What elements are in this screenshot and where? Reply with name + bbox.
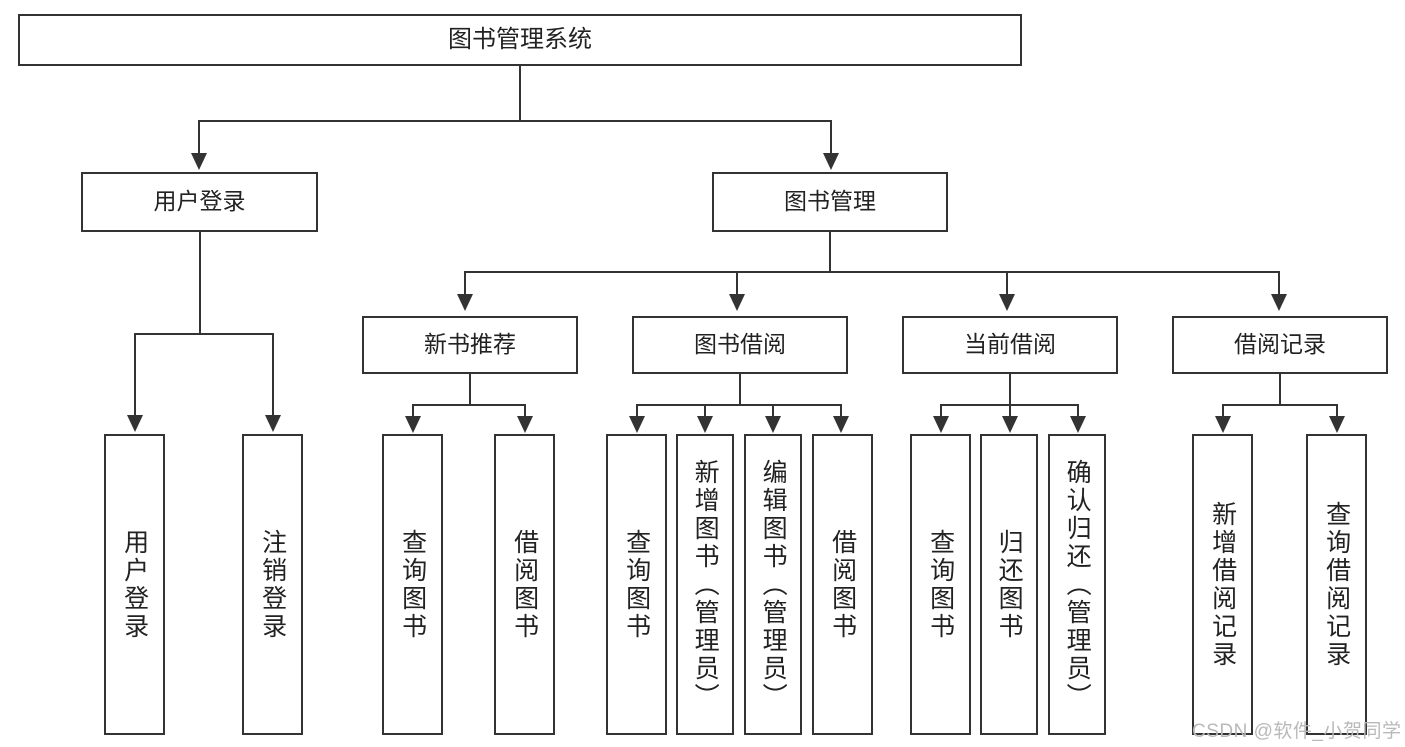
connector-book-mgmt-to-current xyxy=(1006,271,1008,296)
node-borrow-record[interactable]: 借阅记录 xyxy=(1172,316,1388,374)
arrowhead-user-login-leaf-2 xyxy=(265,415,281,432)
leaf-borrow-book[interactable]: 借阅图书 xyxy=(812,434,873,735)
leaf-query-borrow-record[interactable]: 查询借阅记录 xyxy=(1306,434,1367,735)
connector-current-borrow-stem xyxy=(1009,374,1011,404)
connector-user-login-stem xyxy=(199,232,201,333)
arrowhead-book-mgmt-record xyxy=(1271,294,1287,311)
connector-borrow-record-stem xyxy=(1279,374,1281,404)
connector-book-mgmt-bar xyxy=(464,271,1280,273)
node-current-borrow[interactable]: 当前借阅 xyxy=(902,316,1118,374)
arrowhead-current-borrow-leaf-3 xyxy=(1070,416,1086,433)
node-label: 用户登录 xyxy=(120,528,149,641)
arrowhead-current-borrow-leaf-2 xyxy=(1002,416,1018,433)
node-book-borrow[interactable]: 图书借阅 xyxy=(632,316,848,374)
connector-root-bar xyxy=(198,120,832,122)
arrowhead-book-borrow-leaf-3 xyxy=(765,416,781,433)
connector-new-book-stem xyxy=(469,374,471,404)
node-label: 借阅图书 xyxy=(510,528,539,641)
node-label: 查询图书 xyxy=(622,528,651,641)
connector-new-book-to-leaf-1 xyxy=(412,404,414,418)
node-label: 借阅记录 xyxy=(1234,331,1326,358)
node-label: 查询图书 xyxy=(926,528,955,641)
leaf-borrow-book-recommend[interactable]: 借阅图书 xyxy=(494,434,555,735)
node-root-system[interactable]: 图书管理系统 xyxy=(18,14,1022,66)
connector-current-borrow-to-leaf-3 xyxy=(1077,404,1079,418)
connector-book-borrow-stem xyxy=(739,374,741,404)
leaf-add-book-admin[interactable]: 新增图书（管理员） xyxy=(676,434,734,735)
node-label: 新书推荐 xyxy=(424,331,516,358)
node-book-management[interactable]: 图书管理 xyxy=(712,172,948,232)
arrowhead-new-book-leaf-1 xyxy=(405,416,421,433)
connector-book-mgmt-stem xyxy=(829,232,831,271)
node-label: 图书借阅 xyxy=(694,331,786,358)
connector-book-borrow-to-leaf-2 xyxy=(704,404,706,418)
leaf-edit-book-admin[interactable]: 编辑图书（管理员） xyxy=(744,434,802,735)
arrowhead-user-login-leaf-1 xyxy=(127,415,143,432)
connector-book-borrow-to-leaf-4 xyxy=(840,404,842,418)
connector-current-borrow-to-leaf-1 xyxy=(940,404,942,418)
connector-borrow-record-to-leaf-1 xyxy=(1222,404,1224,418)
connector-user-login-bar xyxy=(134,333,273,335)
watermark-csdn: CSDN @软件_小贺同学 xyxy=(1192,721,1402,742)
node-label: 编辑图书（管理员） xyxy=(759,458,788,711)
leaf-add-borrow-record[interactable]: 新增借阅记录 xyxy=(1192,434,1253,735)
node-label: 借阅图书 xyxy=(828,528,857,641)
node-label: 图书管理 xyxy=(784,188,876,215)
connector-book-mgmt-to-borrow xyxy=(736,271,738,296)
arrowhead-borrow-record-leaf-2 xyxy=(1329,416,1345,433)
node-new-book-recommend[interactable]: 新书推荐 xyxy=(362,316,578,374)
connector-root-to-book-mgmt xyxy=(830,120,832,155)
node-label: 查询图书 xyxy=(398,528,427,641)
arrowhead-borrow-record-leaf-1 xyxy=(1215,416,1231,433)
arrowhead-book-mgmt-new-book xyxy=(457,294,473,311)
leaf-confirm-return-admin[interactable]: 确认归还（管理员） xyxy=(1048,434,1106,735)
node-label: 图书管理系统 xyxy=(448,25,592,53)
connector-borrow-record-to-leaf-2 xyxy=(1336,404,1338,418)
connector-current-borrow-to-leaf-2 xyxy=(1009,404,1011,418)
arrowhead-new-book-leaf-2 xyxy=(517,416,533,433)
connector-new-book-bar xyxy=(412,404,526,406)
connector-root-stem xyxy=(519,66,521,120)
arrowhead-current-borrow-leaf-1 xyxy=(933,416,949,433)
connector-new-book-to-leaf-2 xyxy=(524,404,526,418)
connector-book-mgmt-to-new-book xyxy=(464,271,466,296)
connector-root-to-user-login xyxy=(198,120,200,155)
leaf-query-book-borrow[interactable]: 查询图书 xyxy=(606,434,667,735)
node-label: 当前借阅 xyxy=(964,331,1056,358)
leaf-query-book-recommend[interactable]: 查询图书 xyxy=(382,434,443,735)
node-label: 用户登录 xyxy=(153,188,246,215)
connector-user-login-to-leaf-2 xyxy=(272,333,274,417)
arrowhead-book-mgmt-borrow xyxy=(729,294,745,311)
node-label: 注销登录 xyxy=(258,528,287,641)
connector-book-borrow-to-leaf-1 xyxy=(636,404,638,418)
arrowhead-root-to-user-login xyxy=(191,153,207,170)
node-user-login[interactable]: 用户登录 xyxy=(81,172,318,232)
connector-user-login-to-leaf-1 xyxy=(134,333,136,417)
leaf-query-book-current[interactable]: 查询图书 xyxy=(910,434,971,735)
node-label: 确认归还（管理员） xyxy=(1063,458,1092,711)
connector-book-mgmt-to-record xyxy=(1278,271,1280,296)
node-label: 查询借阅记录 xyxy=(1322,500,1351,669)
arrowhead-book-borrow-leaf-4 xyxy=(833,416,849,433)
connector-borrow-record-bar xyxy=(1222,404,1337,406)
connector-book-borrow-to-leaf-3 xyxy=(772,404,774,418)
arrowhead-root-to-book-mgmt xyxy=(823,153,839,170)
arrowhead-book-mgmt-current xyxy=(999,294,1015,311)
node-label: 归还图书 xyxy=(995,528,1024,641)
arrowhead-book-borrow-leaf-1 xyxy=(629,416,645,433)
connector-book-borrow-bar xyxy=(636,404,841,406)
leaf-user-login[interactable]: 用户登录 xyxy=(104,434,165,735)
leaf-logout[interactable]: 注销登录 xyxy=(242,434,303,735)
node-label: 新增图书（管理员） xyxy=(691,458,720,711)
arrowhead-book-borrow-leaf-2 xyxy=(697,416,713,433)
leaf-return-book[interactable]: 归还图书 xyxy=(980,434,1038,735)
node-label: 新增借阅记录 xyxy=(1208,500,1237,669)
